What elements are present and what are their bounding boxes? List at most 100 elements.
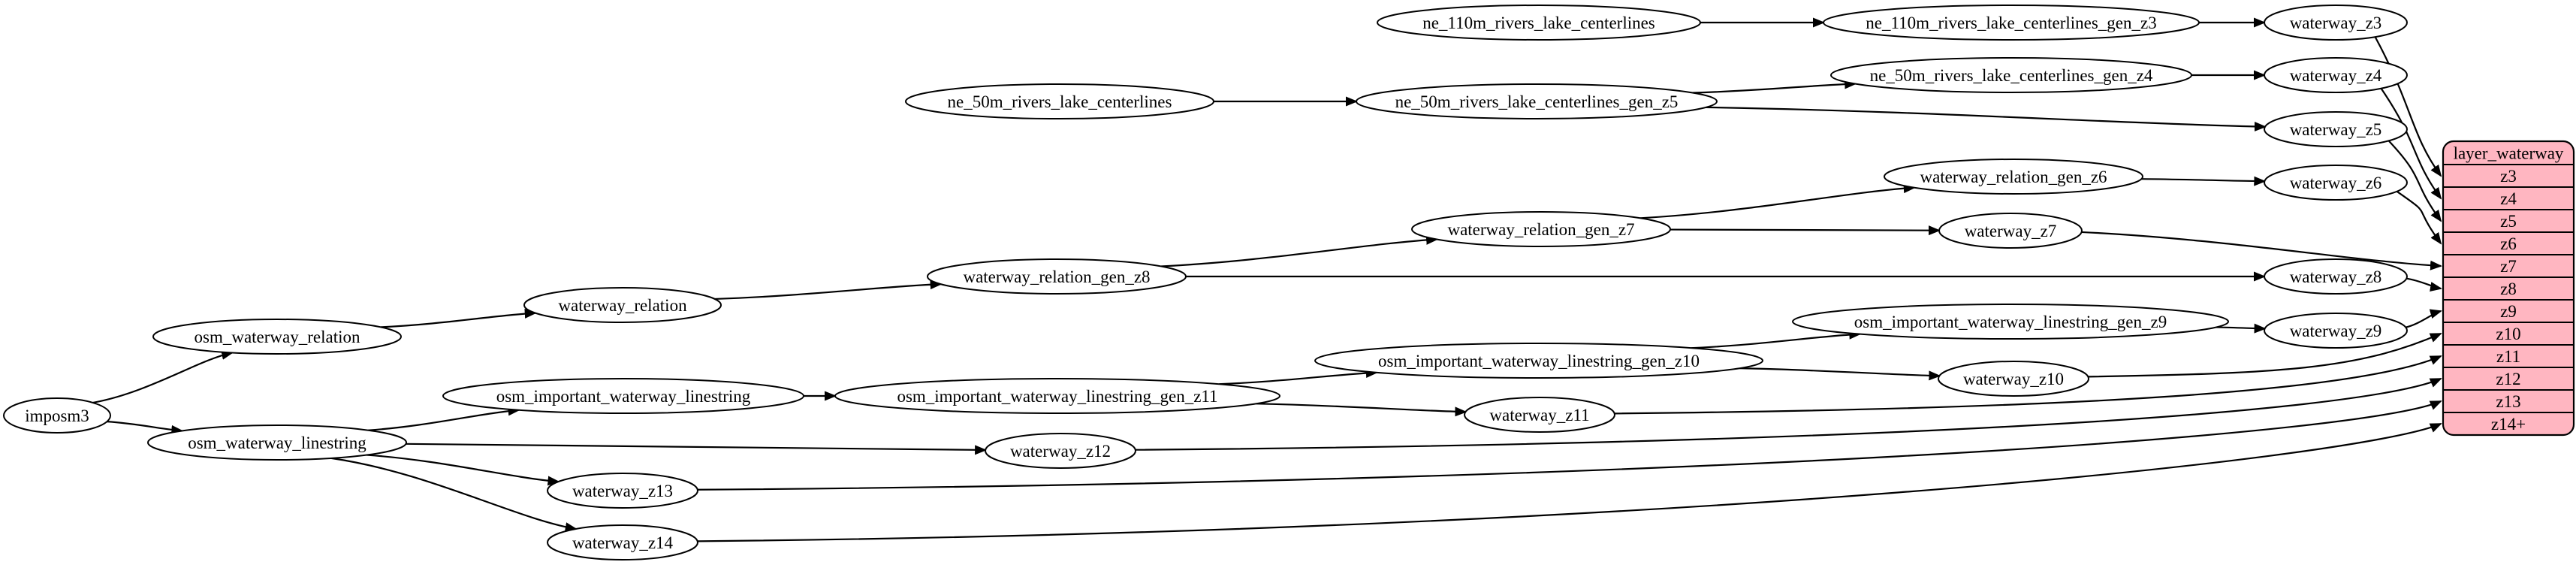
edge-osm_waterway_linestring-to-waterway_z12	[406, 443, 988, 455]
node-label: waterway_z10	[1963, 370, 2064, 388]
node-waterway_z14: waterway_z14	[547, 524, 698, 560]
node-osm_important_waterway_linestring: osm_important_waterway_linestring	[442, 378, 804, 414]
node-waterway_z6: waterway_z6	[2264, 165, 2408, 201]
table-row-z6: z6	[2500, 234, 2517, 253]
node-ellipse	[2264, 5, 2408, 41]
node-waterway_z3: waterway_z3	[2264, 5, 2408, 41]
edge-osm_waterway_linestring-to-osm_important_waterway_linestring	[368, 406, 520, 431]
node-ne_110m_rivers_lake_centerlines_gen_z3: ne_110m_rivers_lake_centerlines_gen_z3	[1823, 5, 2200, 41]
node-label: waterway_relation_gen_z7	[1447, 220, 1634, 239]
node-label: waterway_z6	[2290, 174, 2382, 192]
node-ellipse	[2264, 111, 2408, 147]
edge-imposm3-to-osm_waterway_relation	[92, 350, 234, 404]
node-label: waterway_z11	[1489, 406, 1589, 425]
node-label: osm_important_waterway_linestring_gen_z1…	[1378, 352, 1700, 370]
node-ellipse	[1377, 5, 1701, 41]
node-ne_50m_rivers_lake_centerlines_gen_z5: ne_50m_rivers_lake_centerlines_gen_z5	[1356, 83, 1718, 119]
table-row-z4: z4	[2500, 189, 2517, 208]
node-label: ne_50m_rivers_lake_centerlines	[948, 92, 1172, 111]
node-ne_50m_rivers_lake_centerlines: ne_50m_rivers_lake_centerlines	[905, 83, 1214, 119]
table-row-z14+: z14+	[2491, 415, 2526, 434]
edge-waterway_relation_gen_z7-to-waterway_z7	[1670, 225, 1941, 236]
edges-layer	[92, 17, 2442, 542]
table-row-z10: z10	[2496, 325, 2520, 343]
node-osm_important_waterway_linestring_gen_z10: osm_important_waterway_linestring_gen_z1…	[1314, 343, 1763, 379]
node-ellipse	[1938, 361, 2089, 397]
edge-waterway_relation-to-waterway_relation_gen_z8	[714, 279, 943, 301]
node-ellipse	[834, 378, 1280, 414]
edge-waterway_z12-to-layer-row-z12	[1135, 377, 2442, 451]
table-row-z3: z3	[2500, 167, 2517, 186]
table-frame	[2442, 140, 2575, 437]
edge-osm_important_waterway_linestring_gen_z11-to-waterway_z11	[1256, 403, 1467, 417]
node-waterway_z4: waterway_z4	[2264, 57, 2408, 93]
node-label: waterway_relation_gen_z8	[963, 267, 1150, 286]
node-waterway_z5: waterway_z5	[2264, 111, 2408, 147]
node-ellipse	[442, 378, 804, 414]
node-ellipse	[1356, 83, 1718, 119]
node-label: waterway_z12	[1010, 442, 1111, 461]
table-title: layer_waterway	[2454, 144, 2564, 163]
edge-waterway_z8-to-layer-row-z8	[2406, 277, 2442, 292]
node-ellipse	[3, 397, 111, 434]
node-osm_important_waterway_linestring_gen_z9: osm_important_waterway_linestring_gen_z9	[1792, 304, 2229, 340]
node-label: waterway_z14	[572, 533, 674, 552]
edge-waterway_z11-to-layer-row-z11	[1614, 355, 2442, 415]
edge-waterway_z10-to-layer-row-z10	[2088, 332, 2442, 378]
node-ellipse	[1411, 211, 1671, 247]
edge-waterway_z4-to-layer-row-z4	[2380, 88, 2442, 200]
node-waterway_z9: waterway_z9	[2264, 313, 2408, 349]
edge-osm_waterway_linestring-to-waterway_z14	[331, 457, 578, 533]
edge-osm_important_waterway_linestring_gen_z10-to-osm_important_waterway_linestring_gen_z9	[1691, 329, 1862, 349]
node-ellipse	[1314, 343, 1763, 379]
node-ellipse	[985, 433, 1136, 469]
node-label: ne_50m_rivers_lake_centerlines_gen_z5	[1395, 92, 1679, 111]
node-ellipse	[2264, 165, 2408, 201]
edge-waterway_z6-to-layer-row-z6	[2396, 190, 2442, 245]
edge-osm_waterway_relation-to-waterway_relation	[380, 308, 537, 328]
node-label: waterway_z7	[1965, 222, 2057, 240]
node-ellipse	[1938, 213, 2083, 249]
edge-osm_important_waterway_linestring_gen_z11-to-osm_important_waterway_linestring_gen_z10	[1219, 367, 1378, 385]
edge-ne_50m_rivers_lake_centerlines_gen_z5-to-ne_50m_rivers_lake_centerlines_gen_z4	[1692, 79, 1857, 94]
node-ellipse	[1830, 57, 2192, 93]
node-osm_waterway_relation: osm_waterway_relation	[152, 319, 402, 355]
node-label: waterway_z4	[2290, 66, 2382, 85]
table-row-z5: z5	[2500, 212, 2517, 231]
node-waterway_z7: waterway_z7	[1938, 213, 2083, 249]
node-label: waterway_z8	[2290, 267, 2382, 286]
table-row-z7: z7	[2500, 257, 2517, 276]
node-waterway_z12: waterway_z12	[985, 433, 1136, 469]
node-label: waterway_z13	[572, 482, 673, 500]
node-waterway_relation_gen_z7: waterway_relation_gen_z7	[1411, 211, 1671, 247]
node-ellipse	[2264, 313, 2408, 349]
table-row-z13: z13	[2496, 392, 2520, 411]
edge-waterway_relation_gen_z7-to-waterway_relation_gen_z6	[1640, 183, 1916, 219]
edge-waterway_z13-to-layer-row-z13	[697, 400, 2442, 491]
node-label: waterway_z5	[2290, 120, 2382, 139]
node-label: osm_waterway_linestring	[188, 434, 366, 452]
edge-waterway_relation_gen_z8-to-waterway_relation_gen_z7	[1160, 234, 1439, 267]
edge-osm_waterway_linestring-to-waterway_z13	[366, 454, 560, 486]
node-ne_50m_rivers_lake_centerlines_gen_z4: ne_50m_rivers_lake_centerlines_gen_z4	[1830, 57, 2192, 93]
edge-osm_important_waterway_linestring_gen_z9-to-waterway_z9	[2216, 323, 2267, 334]
node-waterway_relation_gen_z8: waterway_relation_gen_z8	[927, 258, 1187, 295]
node-waterway_z13: waterway_z13	[547, 473, 698, 509]
node-waterway_z10: waterway_z10	[1938, 361, 2089, 397]
node-ellipse	[1464, 397, 1615, 433]
node-label: waterway_z3	[2290, 14, 2382, 32]
node-waterway_z8: waterway_z8	[2264, 258, 2408, 295]
node-ellipse	[547, 524, 698, 560]
node-label: waterway_z9	[2290, 322, 2382, 340]
node-label: osm_important_waterway_linestring_gen_z9	[1854, 313, 2167, 331]
edge-ne_50m_rivers_lake_centerlines_gen_z5-to-waterway_z5	[1706, 106, 2267, 131]
table-row-z11: z11	[2496, 347, 2520, 366]
node-ellipse	[1823, 5, 2200, 41]
edge-waterway_relation_gen_z6-to-waterway_z6	[2141, 176, 2267, 186]
node-ellipse	[1884, 159, 2143, 195]
node-ellipse	[2264, 57, 2408, 93]
node-label: imposm3	[25, 406, 89, 425]
node-ellipse	[2264, 258, 2408, 295]
